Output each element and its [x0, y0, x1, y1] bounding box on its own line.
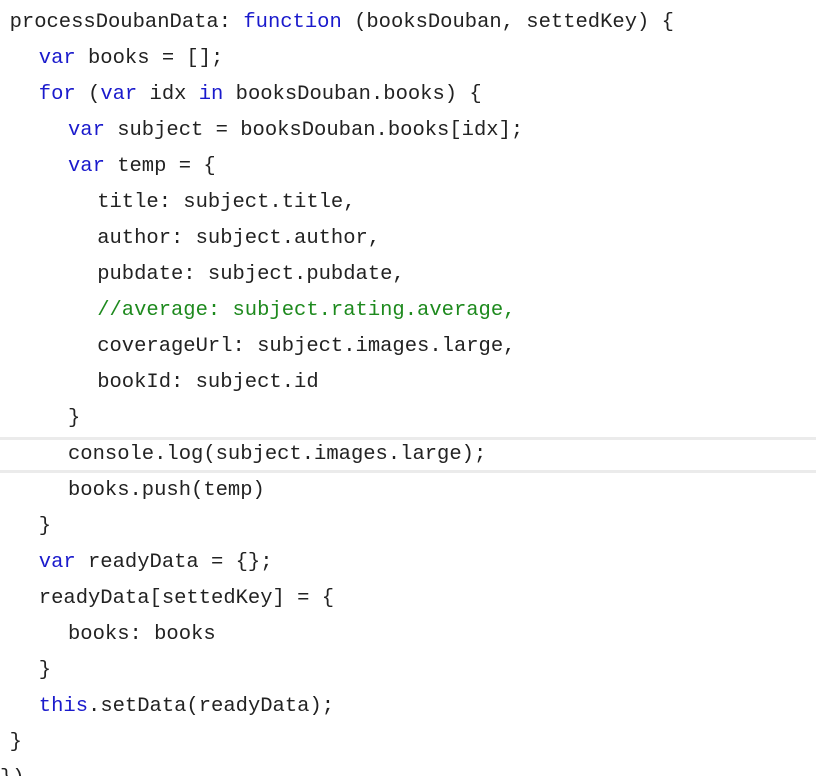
code-keyword: var [68, 155, 105, 178]
code-keyword: function [243, 11, 342, 34]
code-text: } [38, 659, 52, 682]
code-line[interactable]: books: books [0, 617, 816, 653]
code-text: } [38, 515, 52, 538]
code-text: coverageUrl: subject.images.large, [97, 335, 516, 358]
code-text: booksDouban.books) { [223, 83, 482, 106]
code-line[interactable]: this.setData(readyData); [0, 689, 816, 725]
code-text: books = []; [75, 47, 224, 70]
code-text: }) [0, 767, 25, 776]
code-text: temp = { [104, 155, 216, 178]
code-text: pubdate: subject.pubdate, [97, 263, 405, 286]
code-line[interactable]: for (var idx in booksDouban.books) { [0, 77, 816, 113]
code-text: readyData = {}; [75, 551, 273, 574]
code-text: readyData[settedKey] = { [38, 587, 335, 610]
code-text: subject = booksDouban.books[idx]; [104, 119, 524, 142]
code-line[interactable]: }) [0, 761, 816, 776]
code-line[interactable]: } [0, 509, 816, 545]
code-text: books: books [68, 623, 216, 646]
code-line[interactable]: pubdate: subject.pubdate, [0, 257, 816, 293]
code-line[interactable]: books.push(temp) [0, 473, 816, 509]
code-line[interactable]: readyData[settedKey] = { [0, 581, 816, 617]
code-text: books.push(temp) [68, 479, 265, 502]
code-keyword: for [38, 83, 76, 106]
code-line[interactable]: } [0, 401, 816, 437]
code-line[interactable]: coverageUrl: subject.images.large, [0, 329, 816, 365]
code-text: title: subject.title, [97, 191, 356, 214]
code-text: (booksDouban, settedKey) { [341, 11, 674, 34]
code-text: } [9, 731, 22, 754]
code-line[interactable]: author: subject.author, [0, 221, 816, 257]
code-line[interactable]: var temp = { [0, 149, 816, 185]
code-keyword: var [68, 119, 105, 142]
code-comment: //average: subject.rating.average, [97, 299, 516, 322]
code-keyword: var [38, 551, 76, 574]
code-line-active[interactable]: console.log(subject.images.large); [0, 437, 816, 473]
code-keyword: this [38, 695, 89, 718]
code-keyword: var [100, 83, 138, 106]
code-line[interactable]: processDoubanData: function (booksDouban… [0, 5, 816, 41]
code-text: author: subject.author, [97, 227, 381, 250]
code-line[interactable]: bookId: subject.id [0, 365, 816, 401]
code-text: processDoubanData: [9, 11, 244, 34]
code-line[interactable]: title: subject.title, [0, 185, 816, 221]
code-keyword: in [198, 83, 224, 106]
code-text: } [68, 407, 81, 430]
code-text: idx [137, 83, 199, 106]
code-keyword: var [38, 47, 76, 70]
code-line[interactable]: var readyData = {}; [0, 545, 816, 581]
code-line[interactable]: var books = []; [0, 41, 816, 77]
code-text: .setData(readyData); [88, 695, 335, 718]
code-line[interactable]: //average: subject.rating.average, [0, 293, 816, 329]
code-line[interactable]: } [0, 653, 816, 689]
code-text: bookId: subject.id [97, 371, 319, 394]
code-text: console.log(subject.images.large); [68, 443, 487, 466]
code-line[interactable]: } [0, 725, 816, 761]
code-text: ( [75, 83, 101, 106]
code-line[interactable]: var subject = booksDouban.books[idx]; [0, 113, 816, 149]
